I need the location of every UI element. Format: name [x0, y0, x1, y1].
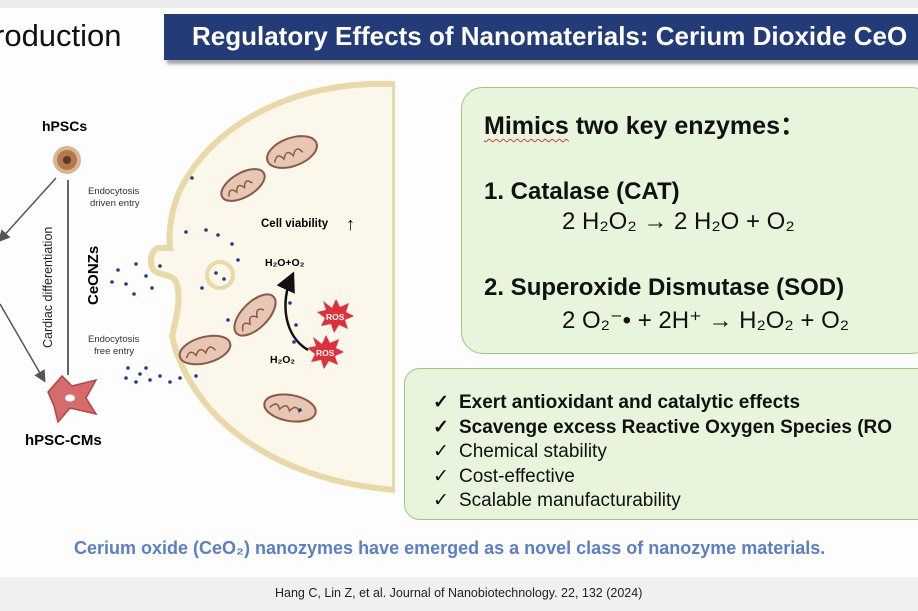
- endocytic-vesicle: [205, 260, 235, 290]
- ceonzs-label: CeONZs: [85, 246, 102, 305]
- endocytosis-driven-line1: Endocytosis: [88, 186, 139, 197]
- property-item: ✓Exert antioxidant and catalytic effects: [433, 391, 892, 416]
- properties-list: ✓Exert antioxidant and catalytic effects…: [433, 391, 892, 514]
- hpsc-cms-label: hPSC-CMs: [25, 432, 102, 449]
- summary-statement: Cerium oxide (CeO₂) nanozymes have emerg…: [74, 538, 826, 558]
- property-item: ✓Scavenge excess Reactive Oxygen Species…: [433, 416, 892, 441]
- hpscs-label: hPSCs: [42, 118, 87, 134]
- enzyme-mimic-box: Mimics two key enzymes： 1. Catalase (CAT…: [461, 87, 918, 354]
- cell-viability-up-arrow: ↑: [346, 214, 355, 234]
- nanoparticles: [110, 176, 302, 412]
- mitochondrion-2: [220, 168, 266, 202]
- sod-equation: 2 O₂⁻• + 2H⁺ → H₂O₂ + O₂: [562, 307, 850, 334]
- catalase-equation: 2 H₂O₂ → 2 H₂O + O₂: [562, 208, 795, 235]
- property-item: ✓Chemical stability: [433, 440, 892, 465]
- svg-text:ROS: ROS: [326, 312, 345, 322]
- cell-viability-label: Cell viability: [261, 218, 329, 230]
- h2o-o2-label: H₂O+O₂: [265, 257, 305, 269]
- slide-title: Regulatory Effects of Nanomaterials: Cer…: [192, 21, 908, 51]
- ros-burst-2: ROS: [307, 335, 344, 369]
- arrow-lower-left: [0, 303, 46, 383]
- property-item: ✓Cost-effective: [433, 465, 892, 490]
- cell-membrane: [148, 80, 395, 494]
- section-label: roduction: [0, 18, 122, 53]
- ros-burst-1: ROS: [317, 299, 354, 333]
- check-icon: ✓: [433, 465, 449, 487]
- property-item: ✓Scalable manufacturability: [433, 489, 892, 514]
- h2o2-label: H₂O₂: [270, 354, 295, 366]
- check-icon: ✓: [433, 392, 449, 413]
- citation-text: Hang C, Lin Z, et al. Journal of Nanobio…: [275, 586, 643, 600]
- properties-box: ✓Exert antioxidant and catalytic effects…: [404, 368, 918, 520]
- title-banner: Regulatory Effects of Nanomaterials: Cer…: [164, 14, 918, 60]
- cardiac-differentiation-label: Cardiac differentiation: [41, 227, 55, 348]
- check-icon: ✓: [433, 490, 449, 511]
- hpsc-cell-icon: [53, 146, 81, 174]
- check-icon: ✓: [433, 416, 449, 438]
- schematic-figure: hPSCs hPSC-CMs Cardiac differentiation C…: [0, 80, 395, 494]
- endocytosis-driven-line2: driven entry: [90, 198, 140, 209]
- citation-footer: Hang C, Lin Z, et al. Journal of Nanobio…: [0, 577, 918, 611]
- enzyme-box-heading: Mimics two key enzymes：: [484, 112, 805, 140]
- mitochondrion-3: [233, 293, 277, 337]
- top-strip: [0, 0, 918, 8]
- mitochondrion-1: [266, 135, 318, 169]
- check-icon: ✓: [433, 441, 449, 462]
- cardiomyocyte-icon: [47, 374, 98, 424]
- mitochondrion-4: [178, 334, 232, 366]
- endocytosis-free-line2: free entry: [94, 346, 134, 357]
- mitochondrion-5: [263, 393, 317, 423]
- reaction-arrow: [276, 271, 309, 352]
- svg-text:ROS: ROS: [316, 348, 335, 358]
- catalase-title: 1. Catalase (CAT): [484, 178, 680, 205]
- endocytosis-free-line1: Endocytosis: [88, 334, 139, 345]
- sod-title: 2. Superoxide Dismutase (SOD): [484, 274, 845, 301]
- arrow-upper-left: [0, 177, 57, 243]
